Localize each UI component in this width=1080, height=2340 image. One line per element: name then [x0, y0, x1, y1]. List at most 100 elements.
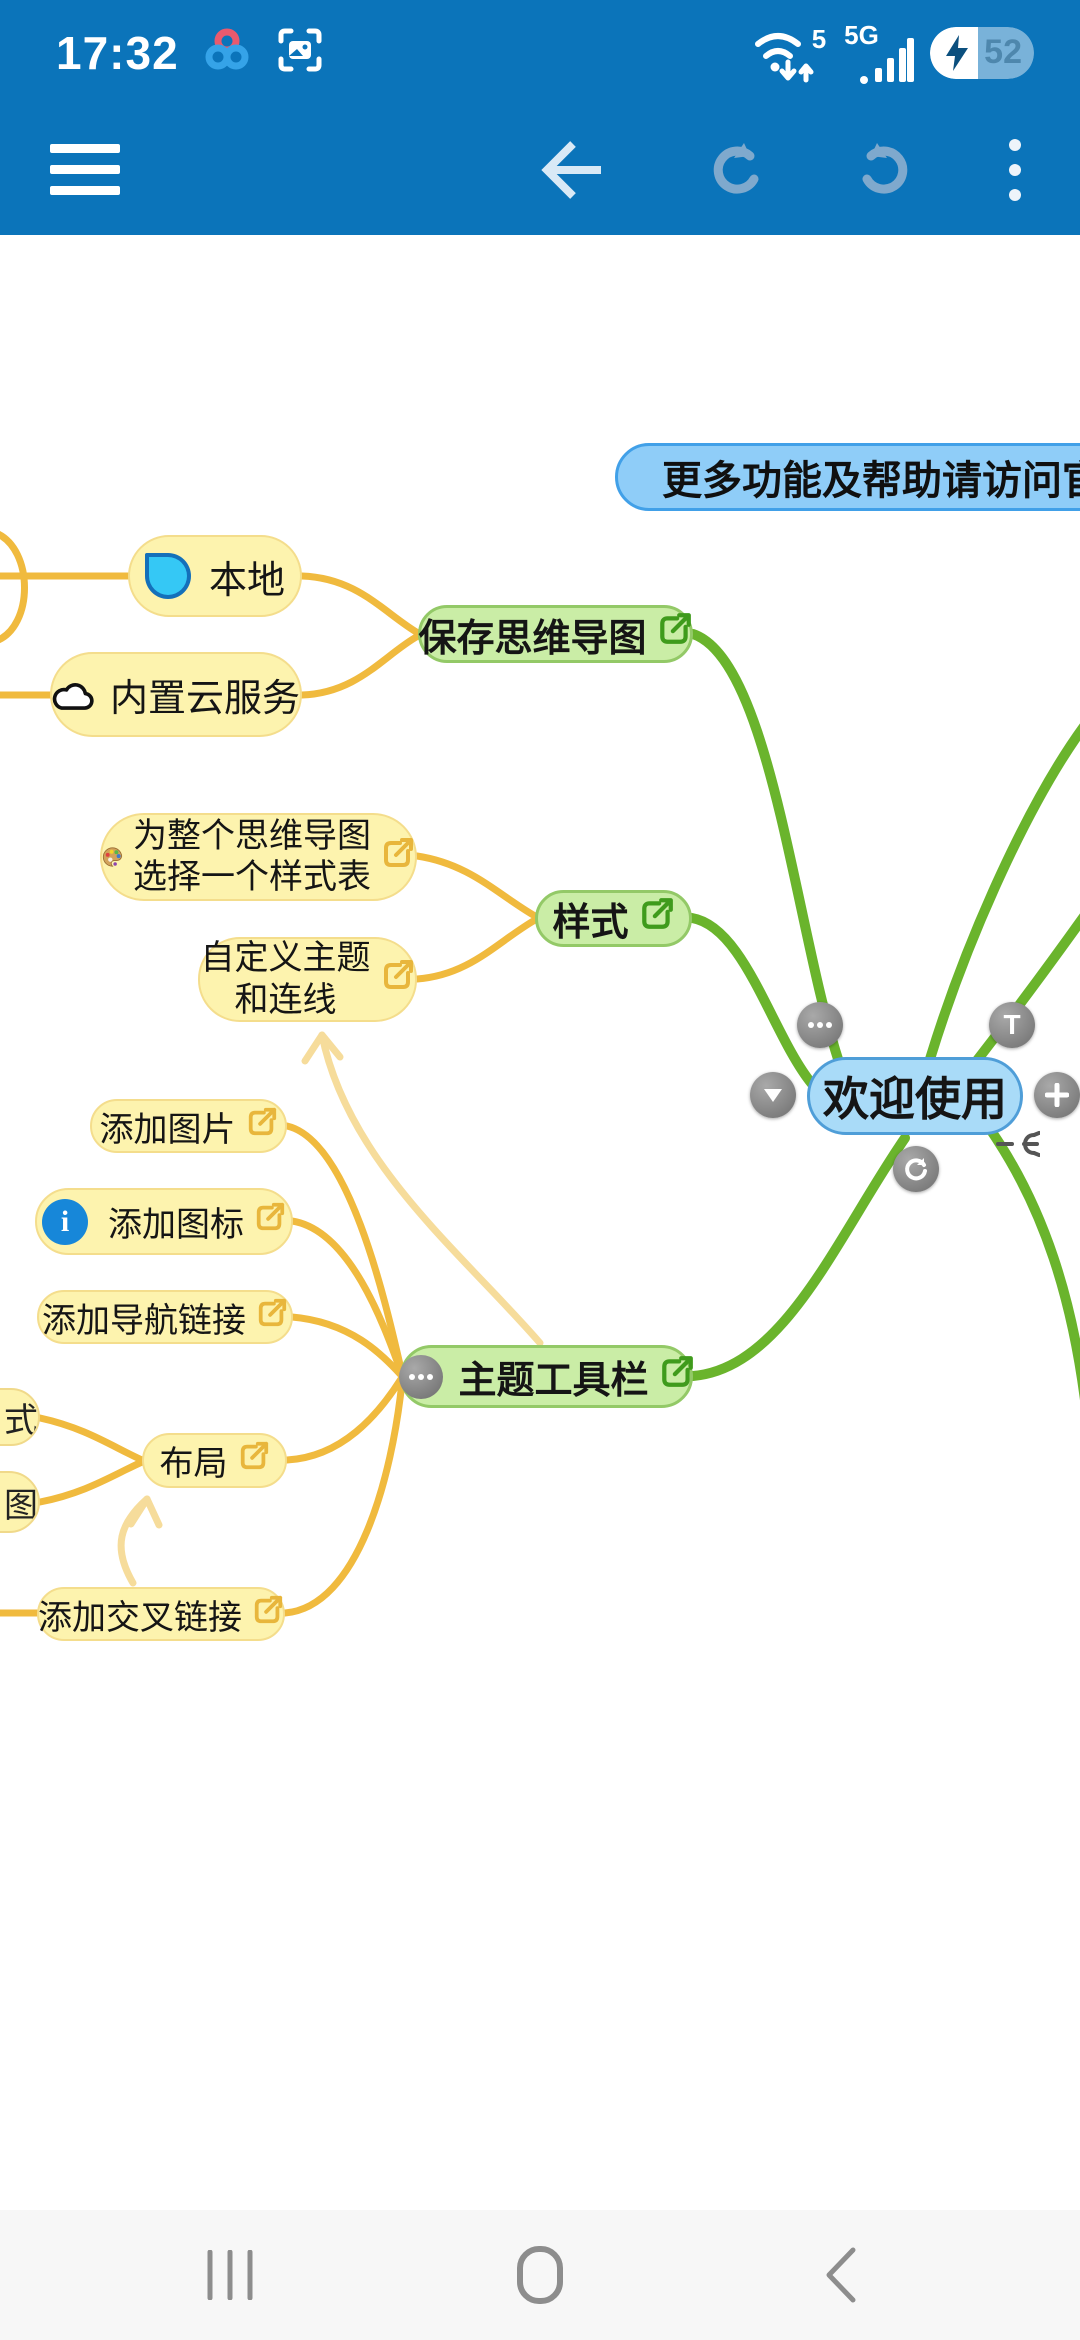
refresh-icon	[905, 1158, 927, 1181]
edge-custom-to-style	[413, 916, 539, 983]
edge-local-to-save	[298, 572, 422, 637]
edge-stylesheet-to-style	[413, 852, 539, 920]
wifi-icon: 5	[750, 22, 828, 84]
battery-indicator: 52	[930, 26, 1034, 79]
mindmap-canvas[interactable]: 更多功能及帮助请访问官网 本地 内置云服务 保存思维导图	[0, 235, 1080, 2210]
text-edit-button[interactable]: T	[989, 1002, 1035, 1048]
info-icon-glyph: i	[60, 1204, 70, 1238]
node-style[interactable]: 样式	[535, 890, 692, 947]
external-link-icon[interactable]	[659, 1354, 695, 1400]
status-right: 5 5G 52	[750, 20, 1080, 86]
external-link-icon[interactable]	[639, 896, 675, 942]
node-builtin-cloud[interactable]: 内置云服务	[50, 652, 302, 737]
overflow-menu-button[interactable]	[985, 105, 1045, 235]
app-notification-icon	[201, 24, 253, 81]
edge-layout-to-toolbar	[283, 1375, 405, 1464]
external-link-icon[interactable]	[381, 958, 415, 1001]
node-stylesheet-line1: 为整个思维导图	[133, 816, 371, 855]
status-bar: 17:32	[0, 0, 1080, 105]
node-clipped-top-label: 式	[4, 1401, 38, 1440]
toolbar	[0, 105, 1080, 235]
node-layout[interactable]: 布局	[142, 1433, 287, 1488]
wifi-generation-label: 5	[811, 23, 827, 54]
node-custom-theme-line2: 和连线	[234, 980, 337, 1019]
help-bubble-text: 更多功能及帮助请访问官网	[662, 459, 1080, 503]
drop-icon	[144, 553, 191, 599]
node-add-image[interactable]: 添加图片	[90, 1099, 287, 1153]
help-bubble-node[interactable]: 更多功能及帮助请访问官网	[615, 443, 1080, 511]
app-bar: 17:32	[0, 0, 1080, 235]
node-stylesheet[interactable]: 为整个思维导图 选择一个样式表	[100, 813, 417, 901]
rotate-button[interactable]	[893, 1146, 939, 1192]
redo-button[interactable]	[846, 105, 926, 235]
node-add-nav-link[interactable]: 添加导航链接	[37, 1290, 293, 1344]
edge-central-to-northeast	[925, 723, 1080, 1064]
node-stylesheet-line2: 选择一个样式表	[133, 858, 371, 896]
external-link-icon[interactable]	[657, 611, 693, 657]
undo-button[interactable]	[695, 105, 775, 235]
add-child-button[interactable]	[1034, 1072, 1080, 1118]
battery-percent: 52	[984, 33, 1022, 71]
external-link-icon[interactable]	[381, 836, 415, 879]
node-add-icon[interactable]: i 添加图标	[35, 1188, 293, 1255]
cellular-signal-icon: 5G	[844, 19, 915, 86]
undo-icon	[713, 143, 759, 194]
back-nav-button[interactable]	[780, 2210, 900, 2340]
edge-addicon-to-toolbar	[288, 1217, 405, 1376]
home-icon	[517, 2246, 563, 2304]
node-central-label: 欢迎使用	[823, 1073, 1007, 1125]
collapse-button[interactable]	[750, 1072, 796, 1118]
recents-icon	[207, 2250, 253, 2300]
home-button[interactable]	[480, 2210, 600, 2340]
crosslink-arrow-to-layout	[117, 1495, 151, 1587]
hamburger-icon	[50, 144, 120, 195]
node-custom-theme-line1: 自定义主题	[200, 939, 371, 978]
edge-addnav-to-toolbar	[288, 1313, 405, 1379]
external-link-icon[interactable]	[238, 1440, 270, 1481]
node-topic-toolbar[interactable]: 主题工具栏	[398, 1345, 695, 1408]
node-topic-toolbar-label: 主题工具栏	[458, 1360, 649, 1402]
clock: 17:32	[56, 26, 179, 79]
crosslink-arrow-to-custom-theme	[318, 1031, 544, 1347]
external-link-icon[interactable]	[256, 1297, 288, 1338]
node-save-mindmap[interactable]: 保存思维导图	[418, 605, 693, 663]
crosslink-arrowhead-layout	[127, 1495, 163, 1529]
more-options-button[interactable]	[797, 1002, 843, 1048]
node-central[interactable]: 欢迎使用	[807, 1057, 1023, 1135]
menu-button[interactable]	[40, 105, 130, 235]
down-triangle-icon	[764, 1089, 782, 1102]
back-chevron-icon	[826, 2247, 856, 2303]
text-icon: T	[1003, 1009, 1021, 1040]
edge-fragbottom-to-layout	[36, 1458, 146, 1506]
edge-cloud-to-save	[298, 632, 422, 699]
external-link-icon[interactable]	[246, 1106, 278, 1147]
node-add-cross-link[interactable]: 添加交叉链接	[37, 1587, 285, 1641]
redo-icon	[862, 143, 908, 194]
node-custom-theme[interactable]: 自定义主题 和连线	[198, 937, 417, 1022]
node-local-label: 本地	[208, 559, 285, 602]
crosslink-arrowhead-custom-theme	[301, 1031, 344, 1065]
node-add-image-label: 添加图片	[99, 1110, 236, 1149]
edge-style-to-central	[687, 913, 817, 1089]
network-type-label: 5G	[844, 19, 879, 50]
system-navbar	[0, 2210, 1080, 2340]
edge-central-to-southeast	[987, 1127, 1080, 1401]
branch-fork-icon	[996, 1131, 1041, 1157]
back-arrow-icon	[541, 141, 601, 199]
edge-addimage-to-toolbar	[283, 1122, 405, 1373]
recents-button[interactable]	[170, 2210, 290, 2340]
ellipsis-badge-icon	[398, 1354, 443, 1399]
node-add-cross-link-label: 添加交叉链接	[38, 1598, 242, 1637]
external-link-icon[interactable]	[252, 1594, 284, 1635]
back-button[interactable]	[532, 105, 612, 235]
cloud-icon	[52, 682, 94, 710]
node-add-nav-link-label: 添加导航链接	[42, 1301, 246, 1340]
branch-handle[interactable]	[996, 1130, 1041, 1163]
plus-icon	[1045, 1083, 1069, 1107]
edge-offscreen-arc	[0, 531, 28, 643]
node-local[interactable]: 本地	[128, 535, 302, 617]
status-left: 17:32	[0, 24, 325, 81]
palette-icon	[102, 847, 123, 867]
node-add-icon-label: 添加图标	[108, 1206, 244, 1244]
external-link-icon[interactable]	[254, 1201, 286, 1242]
